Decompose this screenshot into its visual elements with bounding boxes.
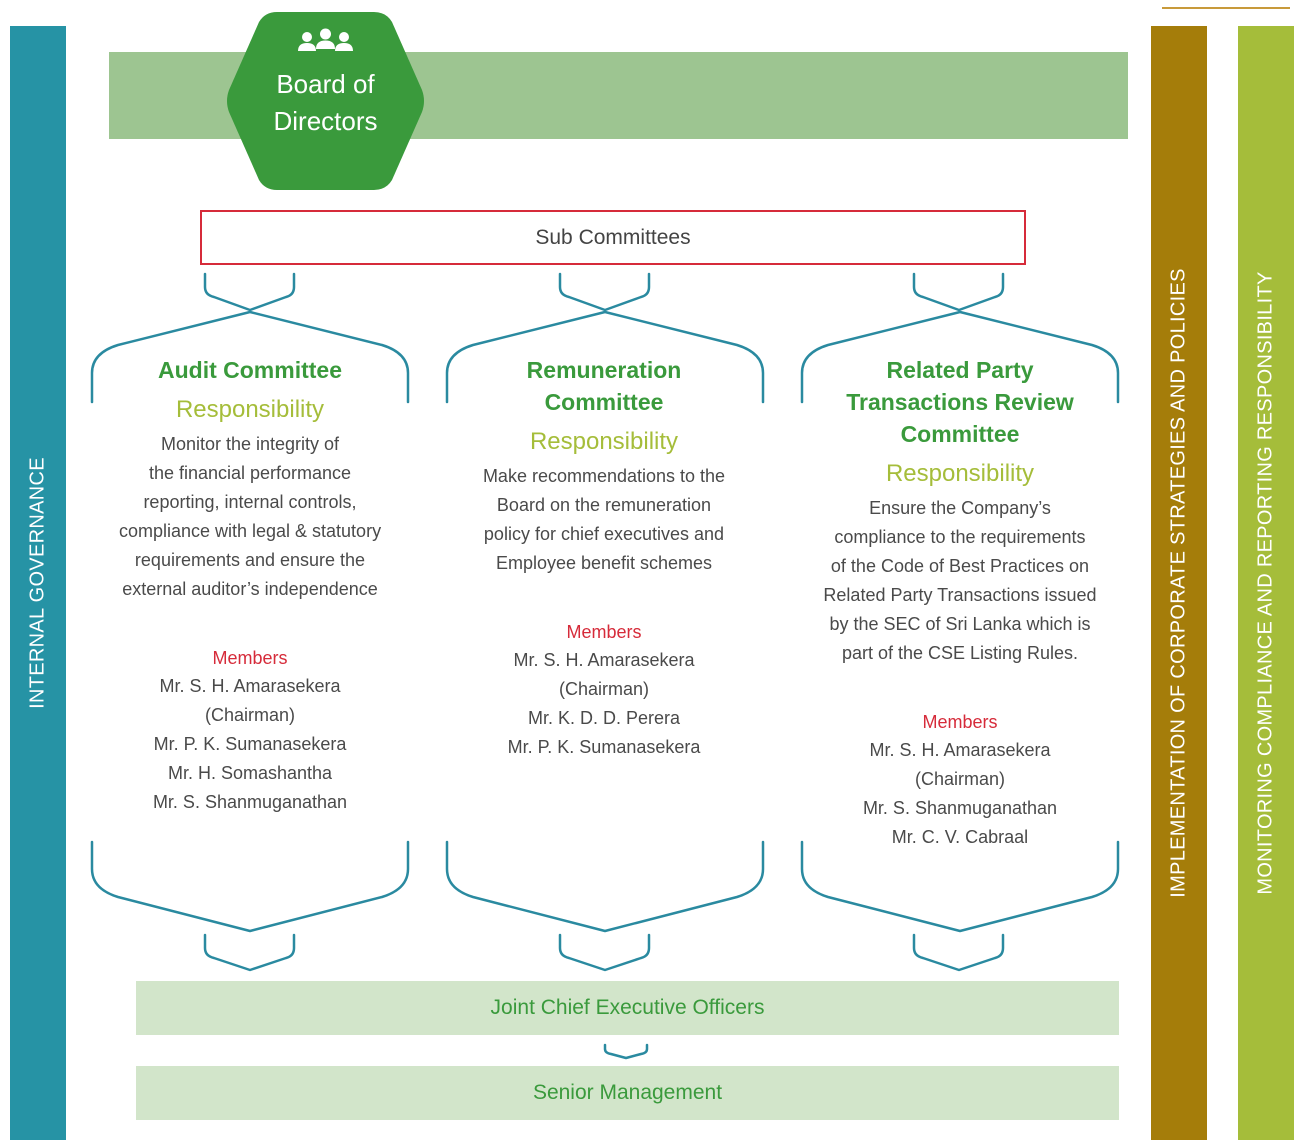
board-title: Board of Directors [225,66,426,140]
description-line: Employee benefit schemes [495,553,713,573]
description-line: the financial performance [148,463,352,483]
responsibility-label: Responsibility [529,428,679,455]
member: Mr. S. Shanmuganathan [862,798,1058,818]
joint-ceo-box: Joint Chief Executive Officers [136,981,1119,1035]
description-line: by the SEC of Sri Lanka which is [829,614,1091,634]
description-line: Ensure the Company’s [869,498,1051,518]
committee-title-line: Committee [900,421,1020,447]
board-title-line1: Board of [276,69,375,99]
description-line: requirements and ensure the [134,550,366,570]
committee-title: Audit Committee [92,354,408,386]
description-line: part of the CSE Listing Rules. [841,643,1079,663]
responsibility-label: Responsibility [175,396,325,423]
committee-cap-bottom-1 [90,840,410,933]
description-line: Monitor the integrity of [160,434,340,454]
responsibility-description: Make recommendations to the Board on the… [447,462,761,578]
members-label: Members [212,648,288,668]
members-list: Mr. S. H. Amarasekera (Chairman) Mr. P. … [92,672,408,817]
audit-committee: Audit Committee Responsibility Monitor t… [92,354,408,817]
committee-title-line: Audit Committee [158,357,342,383]
committee-cap-bottom-3 [800,840,1120,933]
committee-cap-bottom-2 [445,840,765,933]
member: Mr. P. K. Sumanasekera [153,734,347,754]
members-label: Members [566,622,642,642]
bracket-top-1 [203,272,296,312]
committee-title-line: Related Party [886,357,1034,383]
internal-governance-bar: INTERNAL GOVERNANCE [10,26,66,1140]
description-line: of the Code of Best Practices on [830,556,1090,576]
member: (Chairman) [558,679,650,699]
member: (Chairman) [914,769,1006,789]
description-line: Board on the remuneration [496,495,712,515]
people-group-icon [298,28,353,51]
committee-cap-top-3 [800,310,1120,404]
sub-committees-box: Sub Committees [200,210,1026,265]
member: Mr. P. K. Sumanasekera [507,737,701,757]
board-title-line2: Directors [273,106,378,136]
member: Mr. S. H. Amarasekera [159,676,341,696]
remuneration-committee: Remuneration Committee Responsibility Ma… [447,354,761,762]
committee-cap-top-1 [90,310,410,404]
committee-title-line: Committee [544,389,664,415]
description-line: Related Party Transactions issued [823,585,1097,605]
senior-management-box: Senior Management [136,1066,1119,1120]
members-list: Mr. S. H. Amarasekera (Chairman) Mr. S. … [803,736,1117,852]
member: Mr. K. D. D. Perera [527,708,681,728]
implementation-bar: IMPLEMENTATION OF CORPORATE STRATEGIES A… [1151,26,1207,1140]
member: Mr. S. Shanmuganathan [152,792,348,812]
committee-cap-top-2 [445,310,765,404]
committee-title: Remuneration Committee [447,354,761,418]
description-line: reporting, internal controls, [143,492,357,512]
bracket-top-3 [912,272,1005,312]
responsibility-label: Responsibility [885,460,1035,487]
bracket-top-2 [558,272,651,312]
member: Mr. S. H. Amarasekera [513,650,695,670]
members-label: Members [922,712,998,732]
committee-title-line: Remuneration [526,357,682,383]
committee-title-line: Transactions Review [846,389,1074,415]
board-hexagon [227,12,424,190]
members-list: Mr. S. H. Amarasekera (Chairman) Mr. K. … [447,646,761,762]
responsibility-description: Monitor the integrity of the financial p… [92,430,408,604]
description-line: policy for chief executives and [483,524,725,544]
top-accent-line [1162,0,1290,9]
responsibility-description: Ensure the Company’s compliance to the r… [803,494,1117,668]
bracket-ceo-to-senior [603,1043,649,1060]
description-line: compliance with legal & statutory [118,521,382,541]
description-line: Make recommendations to the [482,466,726,486]
bracket-bottom-1 [203,933,296,972]
description-line: external auditor’s independence [122,579,378,599]
member: (Chairman) [204,705,296,725]
member: Mr. H. Somashantha [167,763,333,783]
bracket-bottom-2 [558,933,651,972]
description-line: compliance to the requirements [834,527,1086,547]
member: Mr. C. V. Cabraal [891,827,1029,847]
committee-title: Related Party Transactions Review Commit… [803,354,1117,450]
member: Mr. S. H. Amarasekera [869,740,1051,760]
bracket-bottom-3 [912,933,1005,972]
related-party-transactions-review-committee: Related Party Transactions Review Commit… [803,354,1117,852]
monitoring-bar: MONITORING COMPLIANCE AND REPORTING RESP… [1238,26,1294,1140]
